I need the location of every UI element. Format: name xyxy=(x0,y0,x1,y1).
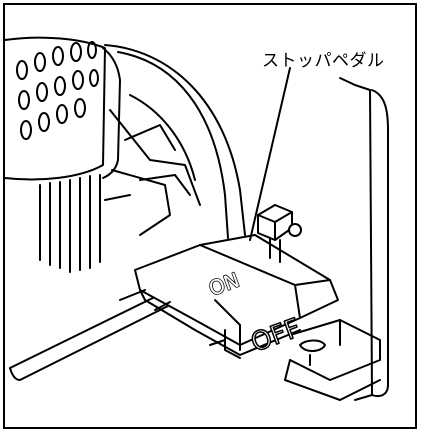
vent-holes xyxy=(16,41,99,140)
callout-label: ストッパペダル xyxy=(262,51,385,71)
locking-knob xyxy=(257,204,302,263)
callout-leader-line xyxy=(249,67,291,241)
support-column xyxy=(339,77,389,401)
motor-housing xyxy=(4,36,121,273)
cooling-fins xyxy=(39,174,101,273)
operating-rod xyxy=(9,291,171,381)
stopper-pedal xyxy=(119,234,339,359)
blade-guard xyxy=(104,44,246,239)
base-bracket xyxy=(284,319,381,401)
